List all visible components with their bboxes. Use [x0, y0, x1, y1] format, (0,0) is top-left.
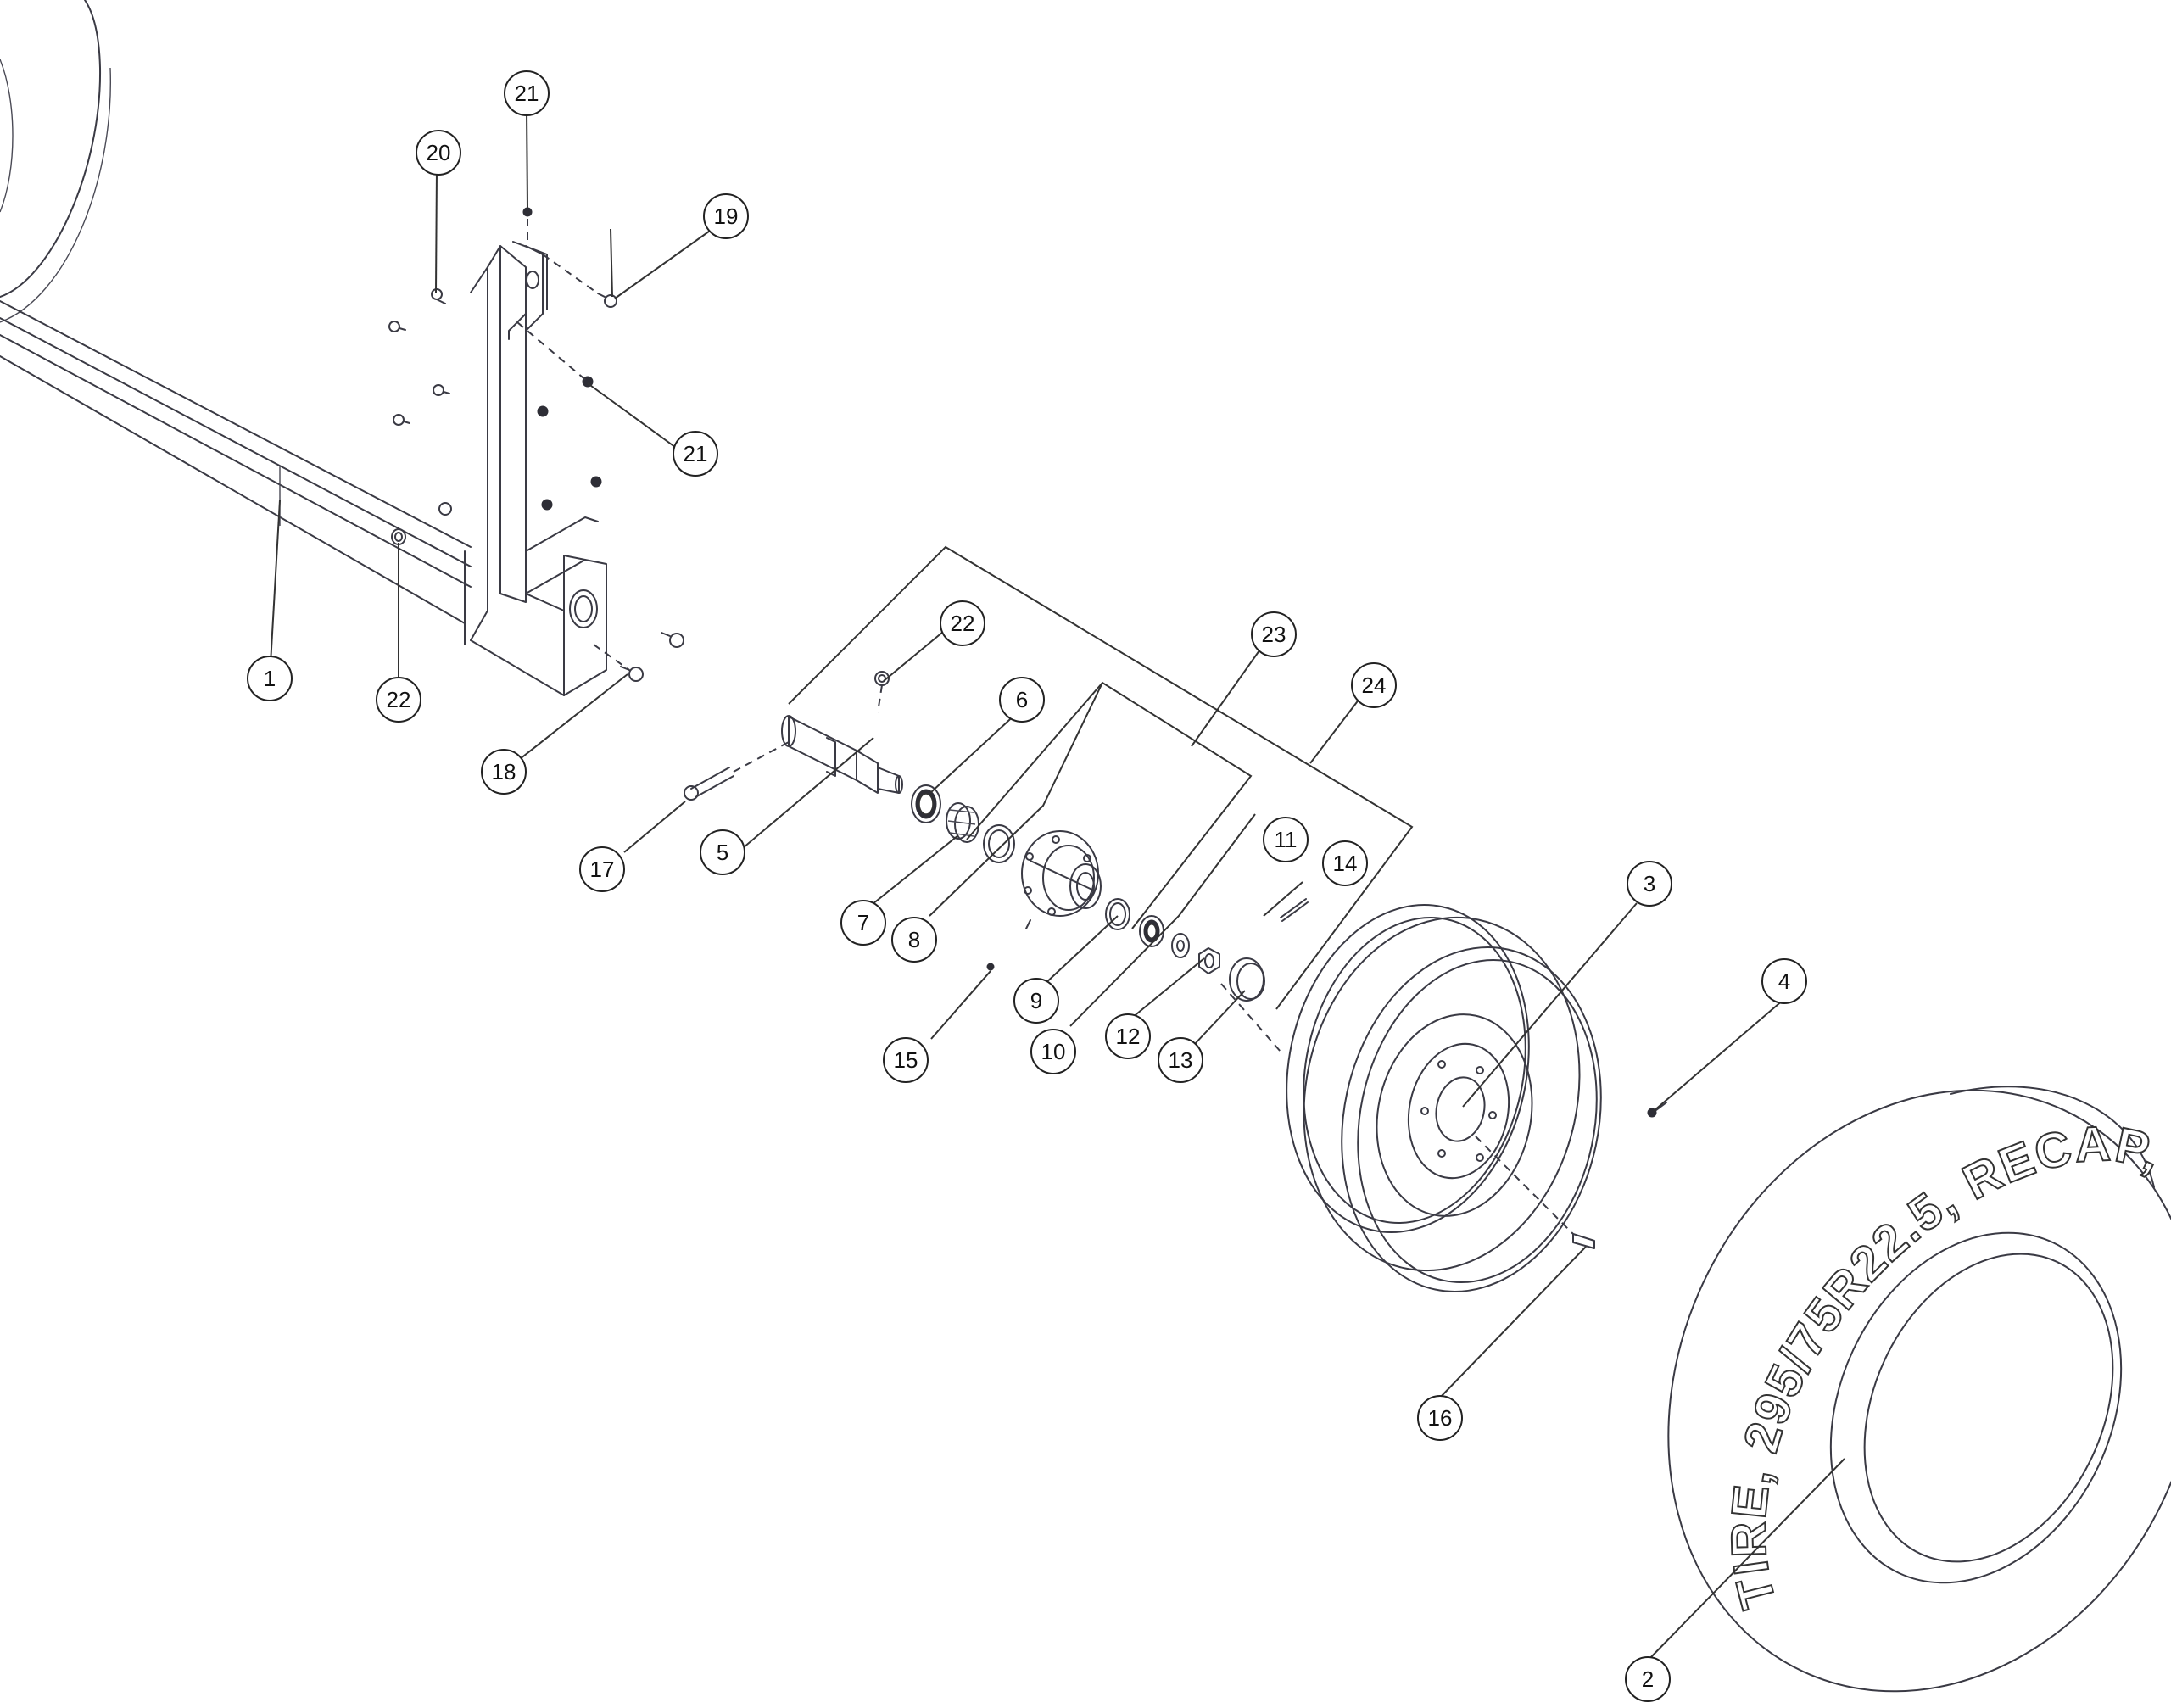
svg-text:7: 7	[857, 910, 869, 935]
svg-text:22: 22	[387, 687, 411, 712]
callout-22-axle: 22	[376, 677, 421, 723]
bearing-7	[946, 802, 979, 843]
seal-6	[911, 784, 941, 823]
callout-15: 15	[883, 1037, 929, 1083]
callout-3: 3	[1627, 861, 1672, 907]
svg-text:15: 15	[894, 1047, 918, 1073]
bolt-19	[597, 293, 617, 308]
svg-text:9: 9	[1030, 988, 1042, 1013]
nut-12	[1198, 947, 1220, 974]
callout-22-spindle: 22	[940, 600, 985, 646]
race-8	[983, 824, 1015, 863]
background-tire	[0, 0, 112, 323]
svg-text:21: 21	[684, 441, 708, 466]
svg-text:2: 2	[1642, 1666, 1654, 1692]
seal-bearing-race	[911, 784, 1015, 863]
bearing-10	[1139, 915, 1164, 947]
bolt-20e	[438, 502, 452, 516]
bolt-20a	[431, 288, 446, 304]
callout-8: 8	[891, 917, 937, 963]
svg-text:20: 20	[427, 140, 451, 165]
callout-17: 17	[579, 846, 625, 892]
svg-text:24: 24	[1362, 673, 1387, 698]
callout-2: 2	[1625, 1656, 1671, 1702]
bracket-23	[966, 681, 1253, 929]
callout-1: 1	[247, 656, 293, 701]
tire-sidewall-text: TIRE, 295/75R22.5, RECAP, HIGHWAY TREAD	[0, 0, 2171, 1615]
bolt-18b	[620, 666, 644, 682]
callout-16: 16	[1417, 1395, 1463, 1441]
mounting-bracket	[470, 241, 607, 696]
svg-text:22: 22	[951, 611, 975, 636]
callout-4: 4	[1761, 958, 1807, 1004]
svg-text:10: 10	[1041, 1039, 1066, 1064]
svg-text:13: 13	[1169, 1047, 1193, 1073]
callout-21-top: 21	[504, 70, 550, 116]
callout-23: 23	[1251, 611, 1297, 657]
svg-text:4: 4	[1778, 968, 1790, 994]
bolt-20c	[433, 384, 450, 396]
washer-11	[1171, 933, 1190, 958]
spindle	[684, 671, 903, 801]
race-9	[1105, 898, 1130, 930]
pin-14	[1280, 898, 1309, 922]
cap-13	[1229, 957, 1265, 1002]
callouts: 1 2 3 4 5 6 7 8 9 10 11 12 13 14 15 16 1…	[247, 70, 1807, 1702]
callout-7: 7	[840, 900, 886, 946]
hub	[986, 830, 1102, 971]
svg-text:18: 18	[492, 759, 516, 784]
svg-text:8: 8	[908, 927, 920, 952]
callout-9: 9	[1013, 978, 1059, 1024]
bolt-20d	[393, 414, 410, 426]
assembly-brackets	[788, 545, 1414, 1010]
svg-text:17: 17	[590, 857, 615, 882]
leader-lines	[269, 108, 1845, 1661]
svg-text:12: 12	[1116, 1024, 1141, 1049]
callout-11: 11	[1263, 817, 1309, 862]
callout-5: 5	[700, 829, 745, 875]
svg-text:19: 19	[714, 204, 739, 229]
callout-10: 10	[1030, 1029, 1076, 1074]
callout-14: 14	[1322, 840, 1368, 886]
callout-18: 18	[481, 749, 527, 795]
wheel	[1286, 904, 1667, 1292]
svg-text:11: 11	[1275, 827, 1298, 852]
callout-21-right: 21	[673, 431, 718, 477]
bracket-hardware	[388, 207, 684, 682]
bolt-18a	[661, 632, 684, 648]
callout-20: 20	[416, 130, 461, 176]
hub-small-parts	[1105, 898, 1309, 1052]
svg-text:3: 3	[1644, 871, 1655, 896]
svg-text:14: 14	[1333, 851, 1358, 876]
callout-13: 13	[1158, 1037, 1203, 1083]
svg-text:6: 6	[1016, 687, 1028, 712]
callout-19: 19	[703, 193, 749, 239]
bracket-24	[788, 545, 1414, 1010]
svg-text:23: 23	[1262, 622, 1286, 647]
callout-24: 24	[1351, 662, 1397, 708]
svg-text:5: 5	[717, 840, 728, 865]
callout-12: 12	[1105, 1013, 1151, 1059]
svg-text:1: 1	[264, 666, 276, 691]
callout-6: 6	[999, 677, 1045, 723]
svg-text:16: 16	[1428, 1405, 1453, 1431]
bolt-20b	[388, 321, 406, 332]
svg-text:21: 21	[515, 81, 539, 106]
axle-tube	[0, 300, 472, 645]
